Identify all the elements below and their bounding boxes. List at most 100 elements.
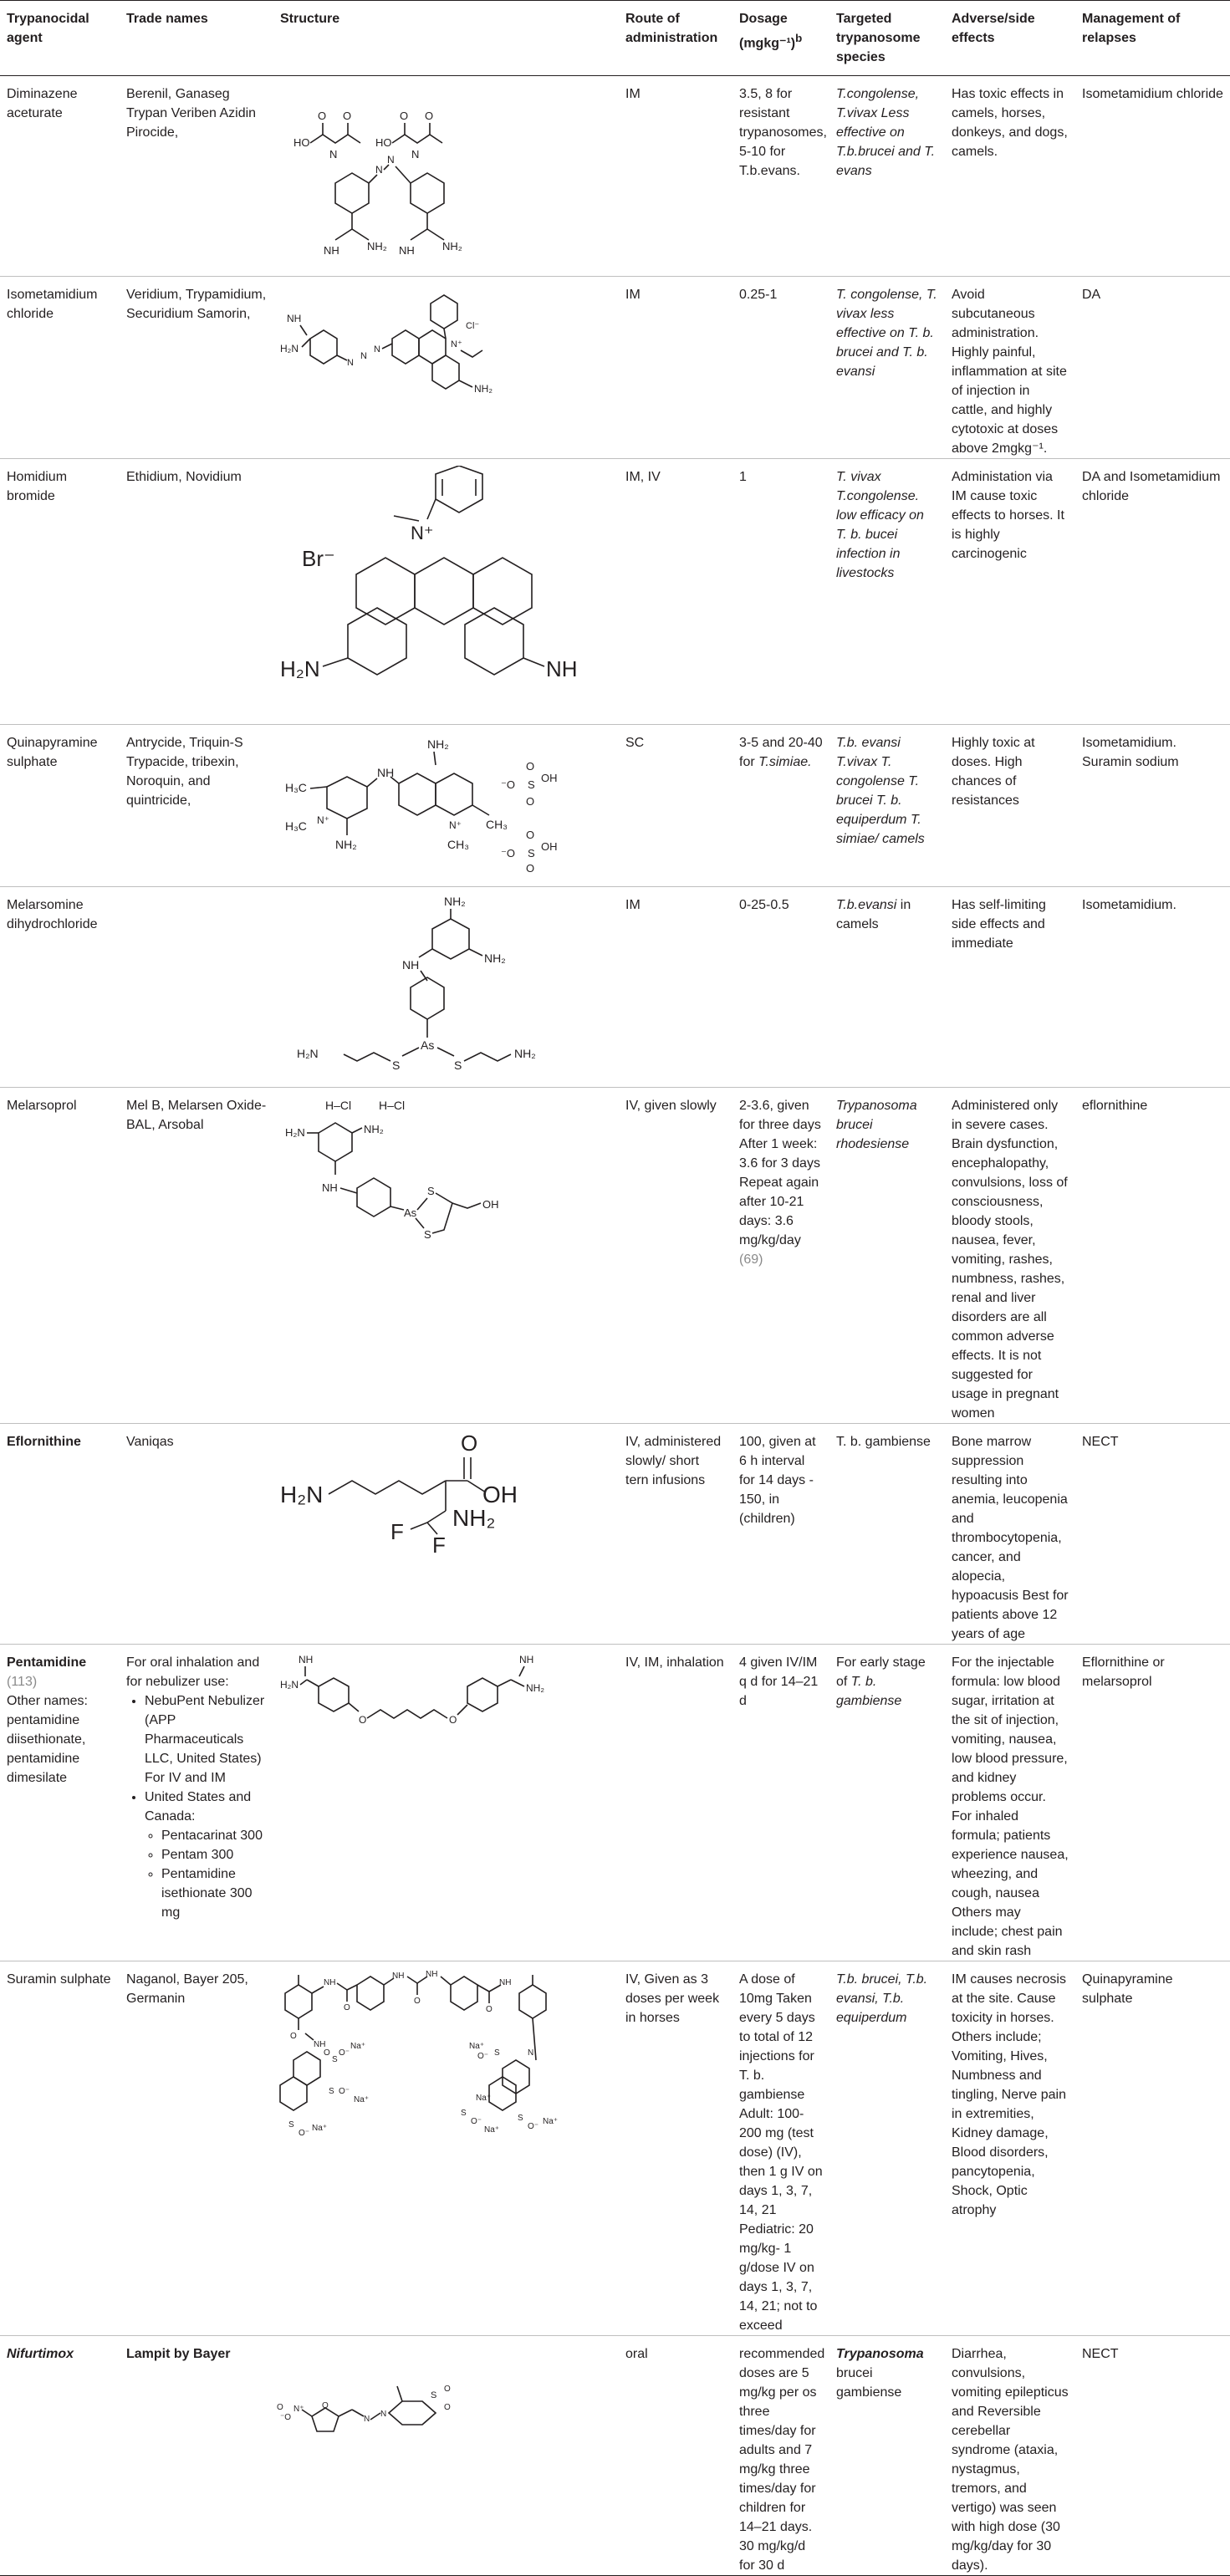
trade-cell (120, 886, 273, 1088)
table-row: Quinapyramine sulphate Antrycide, Triqui… (0, 724, 1230, 887)
agent-cell: Isometamidium chloride (0, 276, 120, 459)
agent-cell: Pentamidine (113) Other names: pentamidi… (0, 1644, 120, 1961)
svg-text:NH: NH (324, 1978, 335, 1987)
svg-text:H–Cl: H–Cl (379, 1099, 405, 1112)
agent-cell: Melarsoprol (0, 1087, 120, 1424)
svg-text:NH₂: NH₂ (514, 1047, 536, 1060)
svg-text:S: S (431, 2390, 436, 2400)
svg-text:⁻O: ⁻O (280, 2413, 291, 2422)
list-item: Pentacarinat 300 (161, 1826, 267, 1845)
svg-text:O: O (449, 1714, 457, 1726)
svg-text:O: O (526, 829, 534, 841)
effects-cell: Bone marrow suppression resulting into a… (945, 1423, 1075, 1645)
svg-text:S: S (528, 847, 535, 860)
svg-text:NH₂: NH₂ (452, 1505, 495, 1531)
species-cell: T.b. evansi T.vivax T. congolense T. bru… (829, 724, 945, 887)
svg-text:S: S (454, 1058, 462, 1072)
svg-text:CH₃: CH₃ (447, 838, 469, 851)
svg-text:H₃C: H₃C (285, 781, 307, 794)
agent-cell: Homidium bromide (0, 458, 120, 725)
svg-text:O: O (318, 110, 326, 122)
svg-text:NH: NH (299, 1654, 313, 1665)
header-route: Route of administration (619, 0, 732, 76)
svg-text:N: N (347, 358, 354, 368)
svg-text:O: O (461, 1431, 477, 1456)
isometamidium-structure: NH H₂N N N N N⁺ Cl⁻ (280, 294, 493, 395)
list-item: United States and Canada: Pentacarinat 3… (145, 1788, 267, 1922)
header-agent: Trypanocidal agent (0, 0, 120, 76)
trade-cell: Antrycide, Triquin-S Trypacide, tribexin… (120, 724, 273, 887)
relapse-cell: DA (1075, 276, 1230, 459)
svg-text:O⁻: O⁻ (471, 2117, 482, 2126)
svg-text:N: N (411, 148, 419, 161)
svg-text:O: O (290, 2032, 297, 2041)
dosage-cell: 100, given at 6 h interval for 14 days -… (732, 1423, 829, 1645)
svg-text:F: F (390, 1519, 404, 1544)
route-cell: IV, Given as 3 doses per week in horses (619, 1961, 732, 2336)
header-dosage: Dosage (mgkg⁻¹)b (732, 0, 829, 76)
svg-text:CH₃: CH₃ (486, 818, 508, 831)
svg-text:N⁺: N⁺ (317, 814, 329, 826)
svg-text:Na⁺: Na⁺ (543, 2117, 558, 2126)
svg-text:S: S (461, 2109, 467, 2118)
dosage-cell: 3.5, 8 for resistant trypanosomes, 5-10 … (732, 75, 829, 277)
svg-text:O: O (322, 2401, 329, 2410)
svg-text:O: O (344, 2003, 350, 2012)
suramin-structure: NH O NH O NH O NH O NH (279, 1970, 558, 2138)
svg-text:NH₂: NH₂ (427, 737, 449, 751)
svg-text:OH: OH (482, 1198, 499, 1211)
svg-text:O: O (343, 110, 351, 122)
agent-cell: Eflornithine (0, 1423, 120, 1645)
route-cell: IM (619, 886, 732, 1088)
svg-text:H₂N: H₂N (280, 343, 299, 355)
list-item: NebuPent Nebulizer (APP Pharmaceuticals … (145, 1691, 267, 1788)
svg-text:O: O (324, 2048, 330, 2058)
trade-cell: Berenil, Ganaseg Trypan Veriben Azidin P… (120, 75, 273, 277)
svg-text:NH: NH (402, 958, 419, 972)
relapse-cell: DA and Isometamidium chloride (1075, 458, 1230, 725)
agent-cell: Suramin sulphate (0, 1961, 120, 2336)
list-item: Pentamidine isethionate 300 mg (161, 1864, 267, 1922)
svg-text:O⁻: O⁻ (339, 2087, 350, 2096)
header-effects: Adverse/side effects (945, 0, 1075, 76)
svg-text:S: S (528, 778, 535, 791)
svg-text:NH₂: NH₂ (442, 240, 462, 252)
reference-link[interactable]: (69) (739, 1252, 763, 1267)
header-species: Targeted trypanosome species (829, 0, 945, 76)
effects-cell: Has toxic effects in camels, horses, don… (945, 75, 1075, 277)
svg-text:OH: OH (541, 840, 558, 853)
structure-cell: O H₂N OH NH₂ F F (273, 1423, 619, 1645)
structure-cell: O ⁻O N⁺ O N N S O O (273, 2335, 619, 2576)
homidium-structure: Br⁻ N⁺ H₂N NH (280, 466, 578, 681)
agent-cell: Nifurtimox (0, 2335, 120, 2576)
svg-text:H₂N: H₂N (280, 1482, 323, 1507)
svg-text:HO: HO (293, 136, 310, 149)
structure-cell: H–Cl H–Cl H₂N NH₂ NH As S S OH (273, 1087, 619, 1424)
svg-text:S: S (288, 2120, 294, 2130)
svg-text:NH₂: NH₂ (444, 895, 466, 908)
relapse-cell: Isometamidium chloride (1075, 75, 1230, 277)
table-row: Nifurtimox Lampit by Bayer O ⁻O N⁺ O N N (0, 2335, 1230, 2576)
svg-text:N: N (528, 2048, 533, 2058)
eflornithine-structure: O H₂N OH NH₂ F F (280, 1431, 518, 1556)
reference-link[interactable]: (113) (7, 1675, 38, 1689)
svg-text:NH₂: NH₂ (367, 240, 387, 252)
svg-text:⁻O: ⁻O (501, 778, 515, 791)
svg-text:S: S (494, 2048, 500, 2058)
table-row: Pentamidine (113) Other names: pentamidi… (0, 1644, 1230, 1961)
svg-text:O: O (414, 1997, 421, 2006)
effects-cell: For the injectable formula: low blood su… (945, 1644, 1075, 1961)
header-trade: Trade names (120, 0, 273, 76)
svg-text:S: S (329, 2087, 334, 2096)
svg-text:H₂N: H₂N (280, 656, 320, 681)
svg-text:NH₂: NH₂ (335, 838, 357, 851)
svg-text:As: As (404, 1206, 417, 1219)
table-row: Homidium bromide Ethidium, Novidium Br⁻ … (0, 458, 1230, 725)
svg-text:N: N (374, 344, 380, 355)
dosage-cell: recommended doses are 5 mg/kg per os thr… (732, 2335, 829, 2576)
svg-text:H₃C: H₃C (285, 819, 307, 833)
effects-cell: Administation via IM cause toxic effects… (945, 458, 1075, 725)
trade-cell: For oral inhalation and for nebulizer us… (120, 1644, 273, 1961)
svg-text:NH: NH (324, 244, 339, 257)
